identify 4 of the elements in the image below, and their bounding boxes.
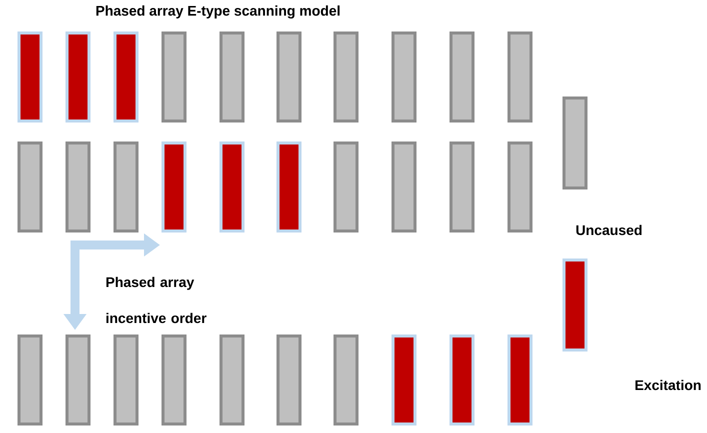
- title: Phased array E-type scanning model: [96, 5, 340, 19]
- note: Phased array incentive order: [106, 276, 206, 324]
- legend-label: Excitation: [636, 380, 701, 390]
- legend-label: Uncaused: [576, 224, 642, 236]
